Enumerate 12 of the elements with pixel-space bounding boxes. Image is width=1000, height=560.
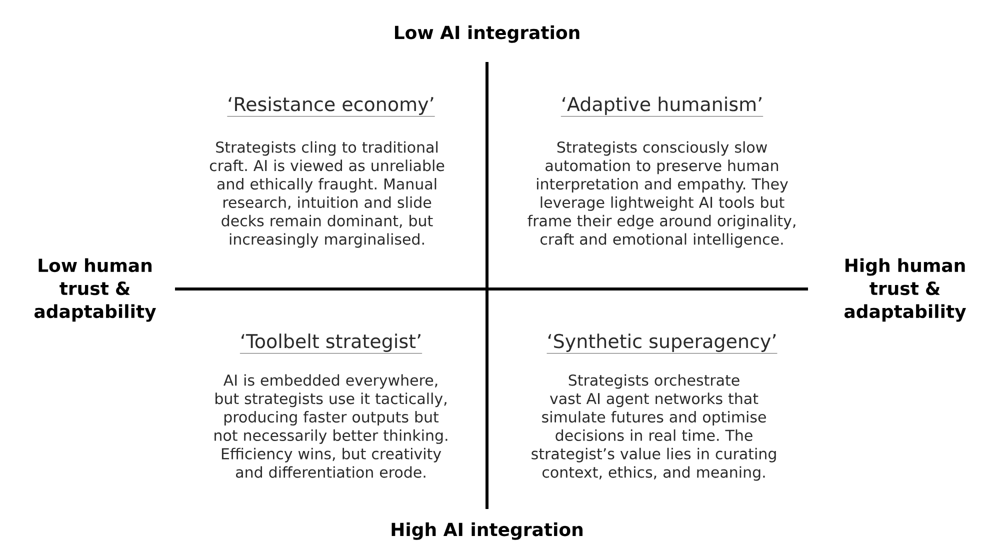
quadrant-description: Strategists orchestrate vast AI agent networks that simulate futures and optimise decisions in real time. The strategist’s value lies in curating context, ethics, and meaning. bbox=[532, 374, 776, 481]
axis-label: Low AI integration bbox=[395, 25, 580, 43]
axis-label: High human trust & adaptability bbox=[844, 258, 966, 322]
quadrant-description: Strategists cling to traditional craft. AI is viewed as unreliable and ethically fraught. Manual research, intuition and slide decks remain dominant, but increasingly marginalised. bbox=[210, 141, 444, 248]
quadrant-description: Strategists consciously slow automation to preserve human interpretation and empathy. They leverage lightweight AI tools but frame their edge around originality, craft and emotional intelligence. bbox=[528, 141, 796, 248]
quadrant-heading: ‘Resistance economy’ bbox=[226, 96, 436, 117]
quadrant-heading: ‘Toolbelt strategist’ bbox=[240, 334, 422, 354]
quadrant-heading: ‘Adaptive humanism’ bbox=[560, 96, 764, 117]
axis-label: Low human trust & adaptability bbox=[34, 258, 156, 322]
axis-label: High AI integration bbox=[392, 522, 582, 540]
quadrant-description: AI is embedded everywhere, but strategists use it tactically, producing faster outputs but not necessarily better thinking. Efficiency wins, but creativity and differentiation erode. bbox=[214, 374, 448, 478]
quadrant-heading: ‘Synthetic superagency’ bbox=[546, 334, 778, 354]
